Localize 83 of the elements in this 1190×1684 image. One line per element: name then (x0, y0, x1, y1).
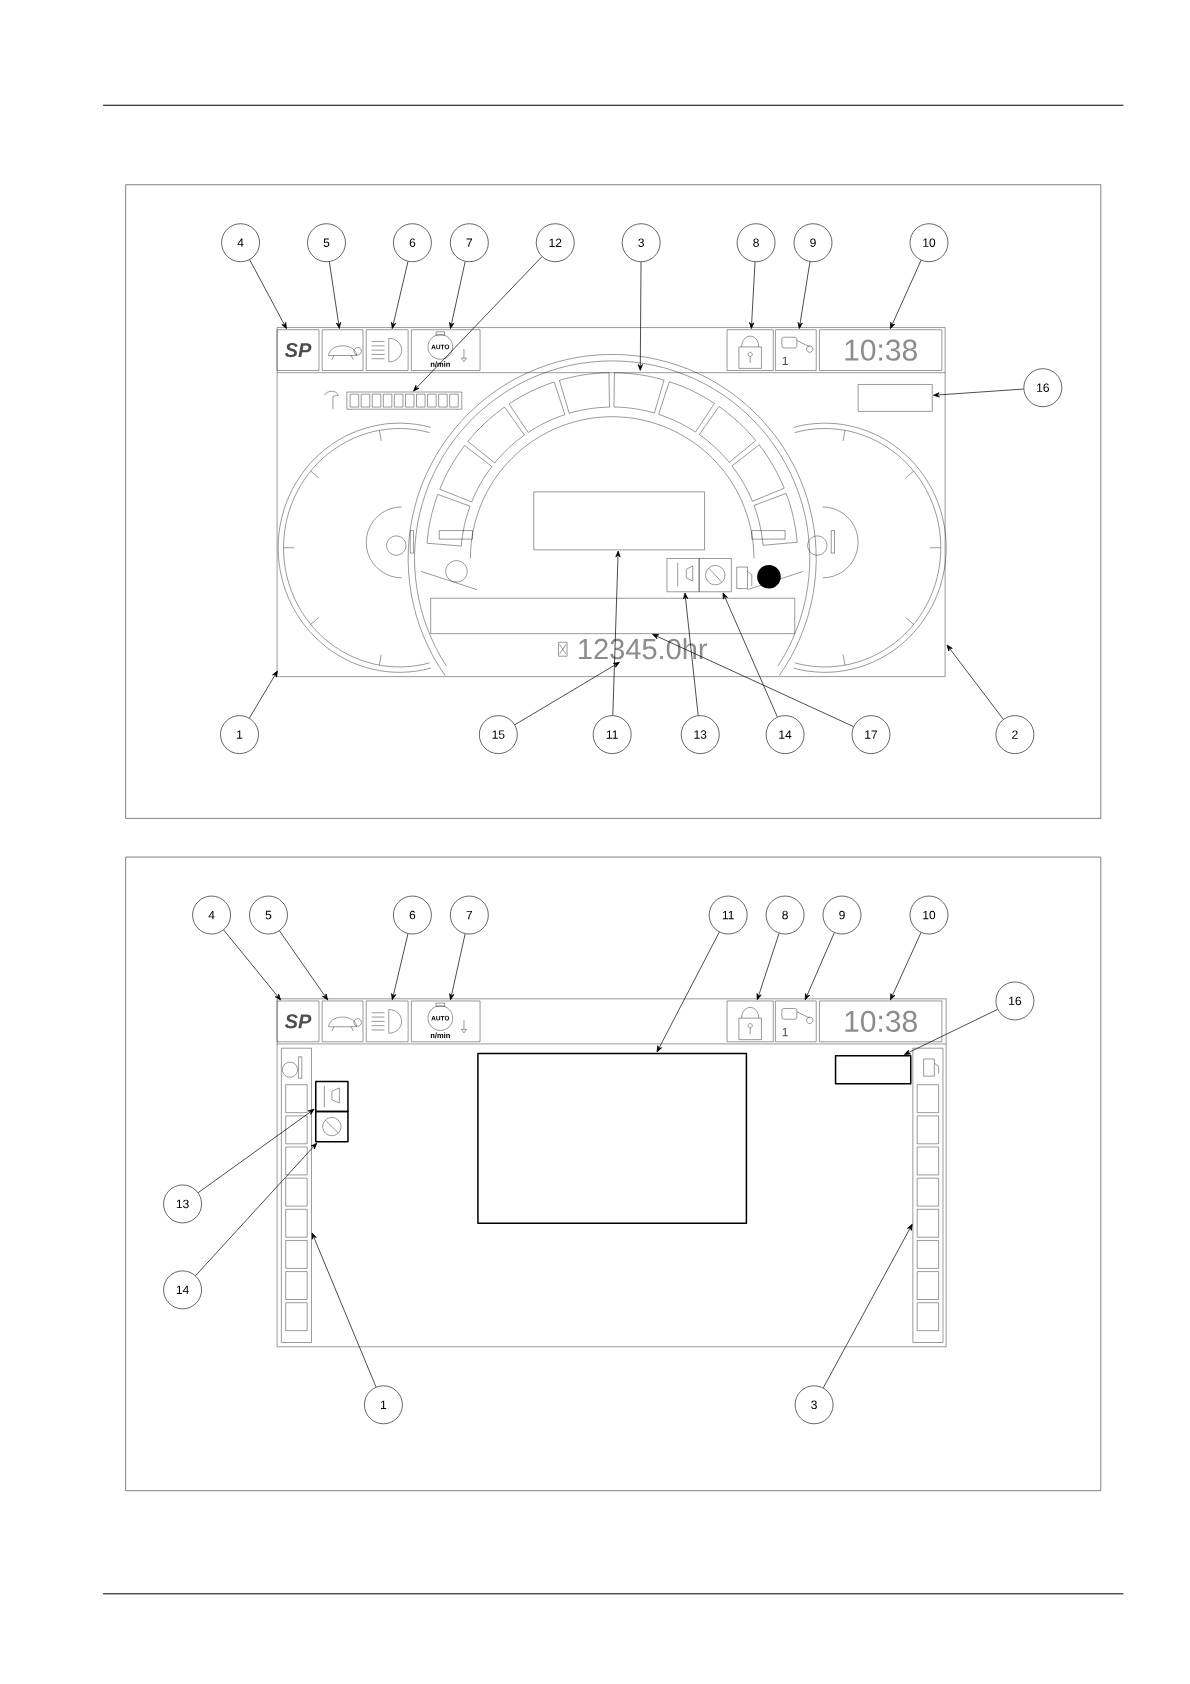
mute-icon (315, 1110, 349, 1143)
callout-number: 4 (221, 223, 260, 263)
headlight-icon (366, 1000, 409, 1042)
message-bar (430, 598, 795, 634)
leader-line (329, 261, 342, 329)
callout-number: 8 (736, 223, 776, 263)
buzzer-icon (666, 558, 700, 592)
display-box (834, 1055, 912, 1085)
callout-number: 10 (909, 223, 949, 263)
leader-line (683, 592, 699, 716)
callout-number: 13 (680, 715, 720, 754)
callout-number: 9 (793, 223, 833, 263)
callout-number: 10 (909, 895, 949, 935)
callout-number: 15 (479, 715, 518, 754)
leader-line (279, 930, 329, 1001)
callout-number: 5 (307, 223, 346, 263)
leader-line (449, 261, 466, 329)
leader-line (656, 931, 720, 1053)
buzzer-icon (315, 1080, 349, 1113)
leader-line (514, 661, 620, 726)
callout-number: 16 (1023, 368, 1063, 408)
gauge-segment (613, 372, 665, 414)
callout-number: 14 (765, 715, 805, 754)
callout-number: 2 (995, 715, 1035, 754)
callout-number: 7 (450, 223, 489, 263)
mute-icon (699, 558, 732, 592)
leader-line (890, 259, 922, 329)
leader-line (391, 261, 409, 329)
callout-number: 7 (450, 895, 489, 935)
bar-graph (912, 1048, 944, 1343)
display-box (477, 1052, 748, 1225)
callout-number: 5 (249, 895, 288, 935)
turtle-icon (322, 1000, 364, 1042)
leader-line (449, 933, 466, 1001)
leader-line (756, 933, 780, 1001)
callout-number: 11 (592, 715, 632, 754)
leader-line (311, 1232, 377, 1388)
callout-number: 1 (220, 715, 259, 754)
bar-graph (346, 391, 462, 410)
leader-line (722, 592, 778, 718)
leader-line (890, 932, 922, 1001)
callout-number: 4 (192, 895, 231, 935)
leader-line (933, 388, 1024, 398)
gauge (278, 422, 478, 673)
clock-display: 10:38 (819, 1000, 943, 1042)
callout-number: 13 (163, 1184, 202, 1224)
leader-line (249, 259, 287, 329)
leader-line (197, 1108, 315, 1193)
callout-number: 8 (765, 895, 805, 935)
leader-line (223, 929, 282, 1001)
callout-number: 12 (535, 223, 575, 263)
gauge (747, 422, 947, 673)
callout-number: 6 (393, 895, 432, 935)
headlight-icon (366, 329, 409, 371)
callout-number: 17 (851, 715, 891, 754)
callout-number: 1 (364, 1385, 403, 1425)
callout-number: 9 (822, 895, 862, 935)
leader-line (195, 1142, 318, 1276)
leader-line (612, 550, 621, 716)
callout-number: 16 (995, 981, 1035, 1021)
leader-line (249, 670, 278, 719)
callout-number: 11 (708, 895, 748, 935)
callout-number: 3 (621, 223, 661, 263)
leader-line (946, 644, 1004, 720)
leader-line (797, 261, 811, 329)
leader-line (804, 932, 835, 1001)
callout-number: 3 (794, 1385, 834, 1425)
clock-display: 10:38 (819, 329, 943, 371)
leader-line (391, 933, 409, 1001)
lock-icon (726, 329, 774, 371)
lock-icon (726, 1000, 774, 1042)
callout-number: 6 (393, 223, 432, 263)
leader-line (652, 633, 854, 727)
leader-line (904, 1009, 998, 1055)
leader-line (749, 261, 756, 329)
display-box (857, 384, 933, 412)
display-box (533, 491, 705, 551)
callout-number: 14 (163, 1270, 202, 1310)
leader-line (413, 256, 543, 392)
leader-line (637, 261, 643, 371)
bar-graph (281, 1048, 312, 1343)
turtle-icon (322, 329, 364, 371)
leader-line (822, 1223, 913, 1389)
